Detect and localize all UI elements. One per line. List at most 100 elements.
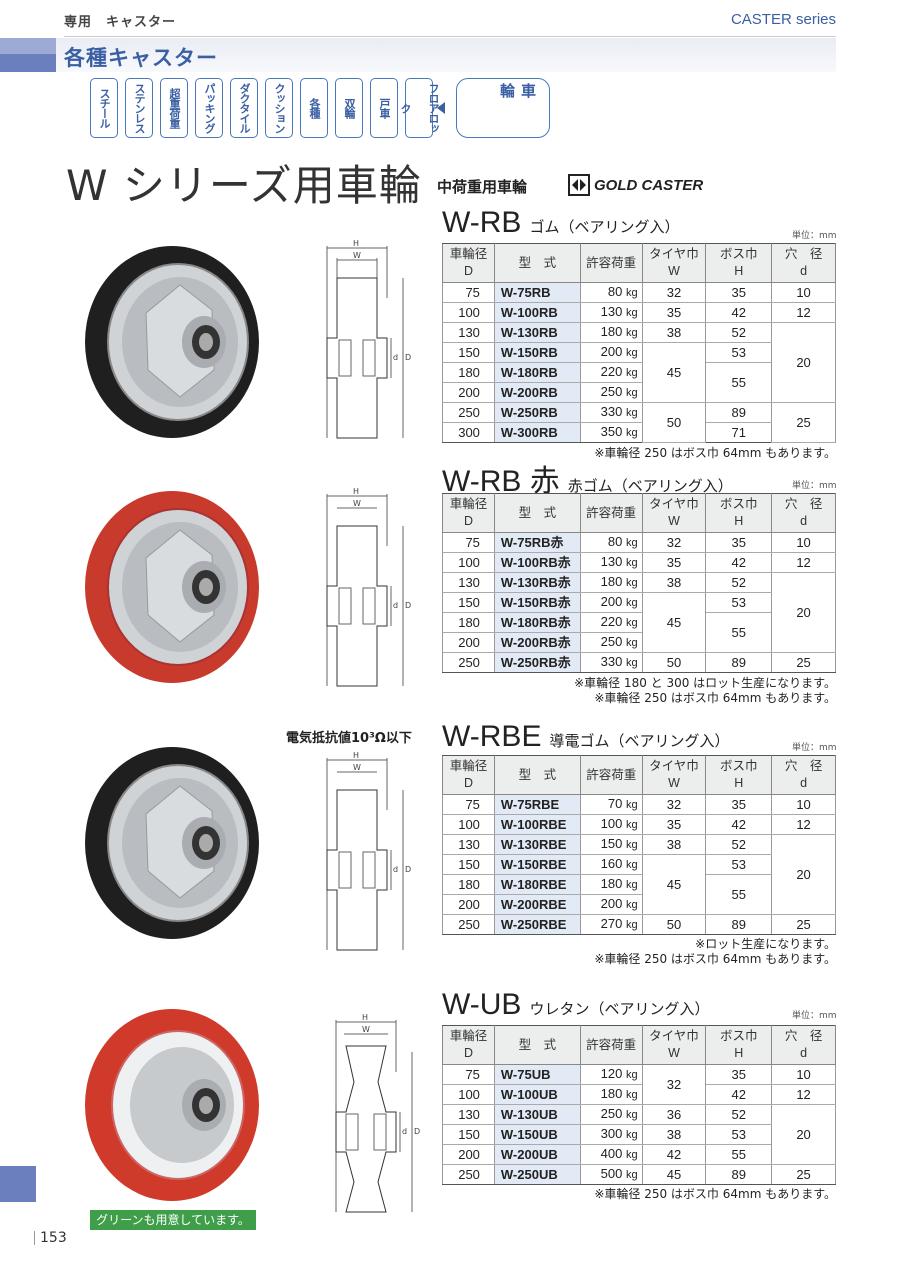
diagram-label-w: W — [362, 1025, 370, 1034]
table-cell: 10 — [771, 1064, 836, 1085]
tab-cushion[interactable]: クッション — [265, 78, 293, 138]
table-cell: 270 kg — [579, 914, 643, 935]
header-divider — [64, 36, 836, 37]
table-cell: 38 — [641, 834, 707, 855]
table-cell: 20 — [771, 572, 836, 653]
diagram-label-d-big: D — [405, 601, 411, 610]
table-cell: 20 — [771, 834, 836, 915]
table-cell: 180 — [442, 362, 495, 383]
series-desc: 赤ゴム（ベアリング入） — [567, 477, 733, 495]
table-cell: kg — [625, 407, 638, 419]
table-cell: 89 — [705, 1164, 773, 1185]
tab-twin-wheel[interactable]: 双輪 — [335, 78, 363, 138]
table-cell: 許容荷重 — [579, 755, 643, 795]
tab-stainless[interactable]: ステンレス — [125, 78, 153, 138]
table-cell: 500 — [600, 1166, 623, 1181]
diagram-label-w: W — [353, 763, 361, 772]
table-cell: 150 — [442, 1124, 495, 1145]
table-cell: 330 — [600, 654, 623, 669]
resistance-note: 電気抵抗値10³Ω以下 — [286, 731, 412, 746]
tab-various[interactable]: 各種 — [300, 78, 328, 138]
table-cell: 25 — [771, 914, 836, 935]
table-cell: 32 — [641, 282, 707, 303]
diagram-label-d-small: d — [393, 601, 398, 610]
table-cell: 32 — [641, 794, 707, 815]
table-cell: kg — [625, 327, 638, 339]
table-cell: 45 — [641, 342, 707, 403]
table-cell: 200 — [600, 896, 623, 911]
table-cell: ※車輪径 180 と 300 はロット生産になります。 — [574, 676, 836, 690]
table-cell: 130 — [600, 554, 623, 569]
table-cell: W-150RB赤 — [493, 592, 581, 613]
table-cell: 52 — [705, 834, 773, 855]
table-cell: 35 — [641, 814, 707, 835]
table-cell: 250 kg — [579, 382, 643, 403]
note-w-rb-red: ※車輪径 180 と 300 はロット生産になります。※車輪径 250 はボス巾… — [574, 676, 836, 706]
table-cell: 180 — [442, 874, 495, 895]
table-cell: 330 kg — [579, 652, 643, 673]
tab-steel[interactable]: スチール — [90, 78, 118, 138]
table-cell: 80 kg — [579, 282, 643, 303]
table-cell: 25 — [771, 1164, 836, 1185]
side-tab-marker — [0, 1166, 36, 1202]
tab-heavy-load[interactable]: 超重荷重 — [160, 78, 188, 138]
section-accent — [0, 38, 56, 72]
series-title-w-rb: W-RB ゴム（ベアリング入） — [442, 206, 679, 240]
series-desc: ゴム（ベアリング入） — [529, 218, 680, 236]
table-cell: 53 — [705, 342, 773, 363]
table-cell: 10 — [771, 794, 836, 815]
table-cell: kg — [625, 799, 638, 811]
tab-packing[interactable]: パッキング — [195, 78, 223, 138]
table-cell: 45 — [641, 592, 707, 653]
series-code: W-RBE — [442, 720, 542, 753]
table-cell: 250 — [600, 1106, 623, 1121]
table-cell: 55 — [705, 612, 773, 653]
diagram-label-d-small: d — [393, 865, 398, 874]
arrow-left-icon — [437, 102, 445, 114]
tab-door-roller[interactable]: 戸車 — [370, 78, 398, 138]
diagram-label-d-big: D — [405, 353, 411, 362]
table-cell: 35 — [705, 1064, 773, 1085]
table-cell: 350 kg — [579, 422, 643, 443]
table-cell: 270 — [600, 916, 623, 931]
series-code: W-RB — [442, 206, 522, 239]
table-cell: W-100RB赤 — [493, 552, 581, 573]
wheel-black-rbe-image — [85, 747, 259, 939]
diagram-label-d-small: d — [402, 1127, 407, 1136]
table-cell: 160 — [600, 856, 623, 871]
col-header-model: 型 式 — [493, 243, 581, 283]
table-cell: W-250RBE — [493, 914, 581, 935]
table-cell: 75 — [442, 532, 495, 553]
table-cell: 55 — [705, 362, 773, 403]
table-cell: 300 — [442, 422, 495, 443]
table-cell: kg — [625, 1129, 638, 1141]
table-cell: 52 — [705, 322, 773, 343]
table-cell: 100 kg — [579, 814, 643, 835]
table-cell: 100 — [600, 816, 623, 831]
table-cell: 180 kg — [579, 572, 643, 593]
table-cell: 200 kg — [579, 342, 643, 363]
tab-floor-lock[interactable]: フロアロック — [399, 78, 440, 138]
series-code: W-RB 赤 — [442, 465, 560, 498]
table-cell: 200 — [442, 382, 495, 403]
table-cell: 12 — [771, 1084, 836, 1105]
tab-wheel-active[interactable]: 車輪 — [456, 78, 550, 138]
table-cell: 42 — [705, 1084, 773, 1105]
tab-ductile[interactable]: ダクタイル — [230, 78, 258, 138]
diagram-label-h: H — [353, 239, 359, 248]
